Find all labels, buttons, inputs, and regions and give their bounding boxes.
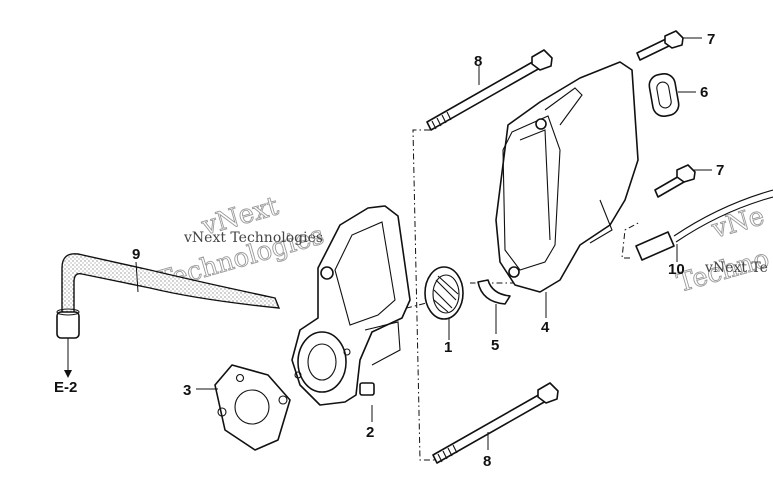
watermark-right-big-1: vNe [708, 201, 768, 245]
grommet-part-6 [648, 73, 696, 117]
callout-8-bottom: 8 [483, 453, 491, 470]
reference-arrow-e2 [64, 338, 72, 378]
breather-hose-part-9 [56, 253, 281, 339]
watermark-right: vNe Techno vNext Te [673, 201, 773, 299]
bolt-part-7-bottom [654, 164, 712, 198]
bolt-part-8-top [426, 49, 553, 131]
callout-7-top: 7 [707, 31, 715, 48]
assembly-guide-lines [359, 129, 641, 461]
callout-3: 3 [183, 382, 191, 399]
callout-6: 6 [700, 84, 708, 101]
tube-part-10 [635, 189, 773, 262]
callout-4: 4 [541, 319, 550, 336]
bolt-part-7-top [636, 30, 702, 61]
callout-10: 10 [668, 261, 685, 278]
reference-label-e2: E-2 [54, 379, 77, 396]
callout-9: 9 [132, 246, 140, 263]
watermark-left-small: vNext Technologies [183, 230, 323, 246]
bolt-part-8-bottom [432, 382, 559, 464]
callout-1: 1 [444, 339, 452, 356]
callout-5: 5 [491, 337, 499, 354]
clip-part-5 [477, 279, 511, 334]
filter-screen-part-1 [424, 266, 464, 340]
air-cleaner-case-part-2 [291, 205, 411, 422]
gasket-part-3 [196, 364, 291, 451]
callout-8-top: 8 [474, 53, 482, 70]
callout-2: 2 [366, 424, 374, 441]
watermark-right-small: vNext Te [704, 260, 768, 276]
callout-labels: 1 2 3 4 5 6 7 7 8 8 9 10 E-2 [54, 31, 724, 470]
air-cleaner-cover-part-4 [495, 61, 639, 318]
callout-7-bottom: 7 [716, 162, 724, 179]
